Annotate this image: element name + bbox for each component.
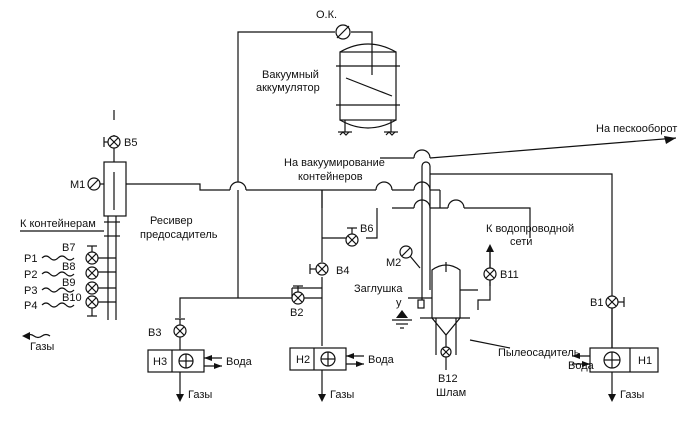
water-label-h1: Вода xyxy=(568,360,595,372)
water-label-h2: Вода xyxy=(368,354,395,366)
receiver-settler xyxy=(20,161,127,320)
gauge-m2-label: М2 xyxy=(386,257,401,269)
level-label: у xyxy=(396,297,402,309)
gauge-m2 xyxy=(399,245,421,269)
valve-b12[interactable] xyxy=(440,346,452,358)
valve-b10-label: В10 xyxy=(62,292,82,304)
valve-b3-label: В3 xyxy=(148,327,161,339)
dust-separator-label: Пылеосадитель xyxy=(498,347,580,359)
valve-b4[interactable] xyxy=(309,262,329,276)
valve-b8-label: В8 xyxy=(62,261,75,273)
valve-b4-label: В4 xyxy=(336,265,349,277)
water-label-h3: Вода xyxy=(226,356,253,368)
valve-b8[interactable] xyxy=(85,266,99,280)
receiver-label-1: Ресивер xyxy=(150,215,193,227)
valve-b1[interactable] xyxy=(605,295,625,309)
receiver-label-2: предосадитель xyxy=(140,229,218,241)
water-supply-label-2: сети xyxy=(510,236,532,248)
pump-h1-label: Н1 xyxy=(638,355,652,367)
valve-b1-label: В1 xyxy=(590,297,603,309)
gauge-m1 xyxy=(87,177,104,191)
port-p2-label: Р2 xyxy=(24,269,37,281)
gases-label-h3: Газы xyxy=(188,389,212,401)
vacuum-accumulator xyxy=(336,42,400,136)
pump-h3-label: Н3 xyxy=(153,356,167,368)
valve-b11[interactable] xyxy=(483,244,497,281)
valve-b9-label: В9 xyxy=(62,277,75,289)
valve-b6-label: В6 xyxy=(360,223,373,235)
sand-circulation-label: На пескооборот xyxy=(596,123,677,135)
valve-b10[interactable] xyxy=(85,295,99,317)
valve-b2-label: В2 xyxy=(290,307,303,319)
valve-b9[interactable] xyxy=(85,281,99,295)
gases-label-h2: Газы xyxy=(330,389,354,401)
accumulator-label-2: аккумулятор xyxy=(256,82,320,94)
valve-b7[interactable] xyxy=(85,245,99,265)
port-p1-label: Р1 xyxy=(24,253,37,265)
port-p4-label: Р4 xyxy=(24,300,37,312)
valve-b3[interactable] xyxy=(173,318,187,338)
pump-h3[interactable] xyxy=(147,349,222,402)
check-valve[interactable] xyxy=(335,24,351,40)
water-supply-label-1: К водопроводной xyxy=(486,223,574,235)
accumulator-label-1: Вакуумный xyxy=(262,69,319,81)
valve-b5-label: В5 xyxy=(124,137,137,149)
valve-b7-label: В7 xyxy=(62,242,75,254)
vacuum-label-2: контейнеров xyxy=(298,171,363,183)
valve-b6[interactable] xyxy=(345,227,359,247)
valve-b5[interactable] xyxy=(103,135,121,149)
plug-label: Заглушка xyxy=(354,283,403,295)
vacuum-label-1: На вакуумирование xyxy=(284,157,385,169)
pipelines xyxy=(113,31,677,400)
gauge-m1-label: М1 xyxy=(70,179,85,191)
pump-h2-label: Н2 xyxy=(296,354,310,366)
port-p3-label: Р3 xyxy=(24,285,37,297)
check-valve-label: О.К. xyxy=(316,9,337,21)
dust-separator xyxy=(392,262,511,370)
valve-b12-label: В12 xyxy=(438,373,458,385)
valve-b11-label: В11 xyxy=(500,269,519,281)
containers-label: К контейнерам xyxy=(20,218,96,230)
sludge-label: Шлам xyxy=(436,387,466,399)
gases-label-h1: Газы xyxy=(620,389,644,401)
gas-inlet-lines xyxy=(22,255,75,340)
pump-h1[interactable] xyxy=(572,347,659,402)
gases-label-left: Газы xyxy=(30,341,54,353)
pump-h2[interactable] xyxy=(289,347,364,402)
valve-b2[interactable] xyxy=(291,285,305,305)
